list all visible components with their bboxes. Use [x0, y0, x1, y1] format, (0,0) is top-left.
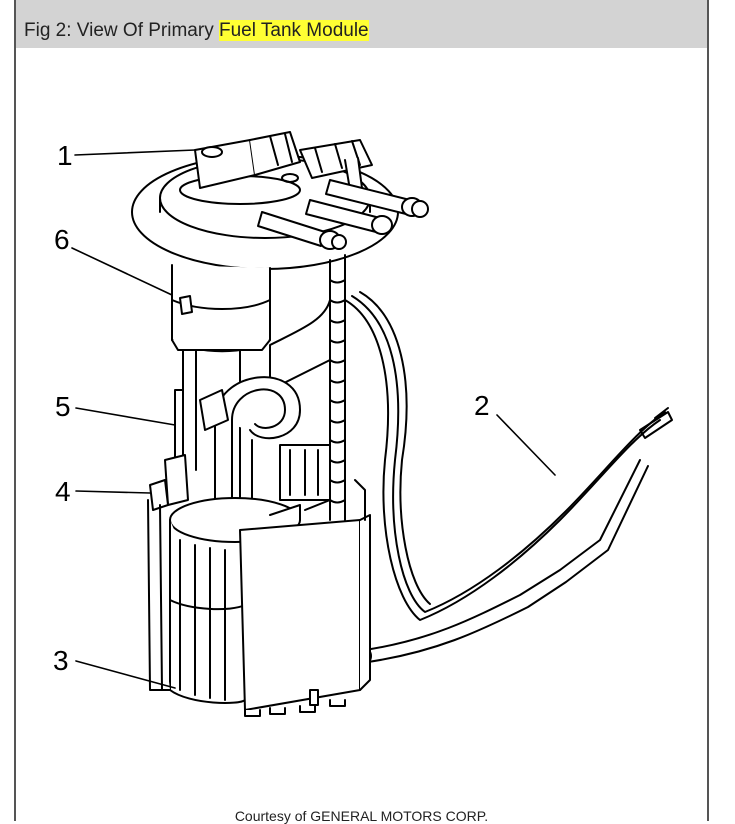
float-assembly [149, 389, 189, 511]
leader-lines [71, 149, 556, 689]
wiring-harness [344, 291, 673, 621]
electrical-connector [194, 131, 373, 191]
fuel-line [360, 459, 649, 664]
module-neck [171, 264, 271, 353]
figure-caption: Fig 2: View Of Primary Fuel Tank Module [16, 0, 707, 48]
callout-3: 3 [53, 645, 69, 676]
fuel-pump-assembly [199, 299, 331, 521]
outlet-tubes [257, 179, 429, 250]
fuel-reservoir [147, 479, 371, 717]
callout-5: 5 [55, 391, 71, 422]
courtesy-credit: Courtesy of GENERAL MOTORS CORP. [234, 808, 489, 824]
caption-prefix: Fig 2: View Of Primary [24, 20, 219, 41]
callout-1: 1 [57, 140, 73, 171]
callout-6: 6 [54, 224, 70, 255]
callout-4: 4 [55, 476, 71, 507]
caption-highlight: Fuel Tank Module [218, 20, 369, 41]
callout-2: 2 [474, 390, 490, 421]
